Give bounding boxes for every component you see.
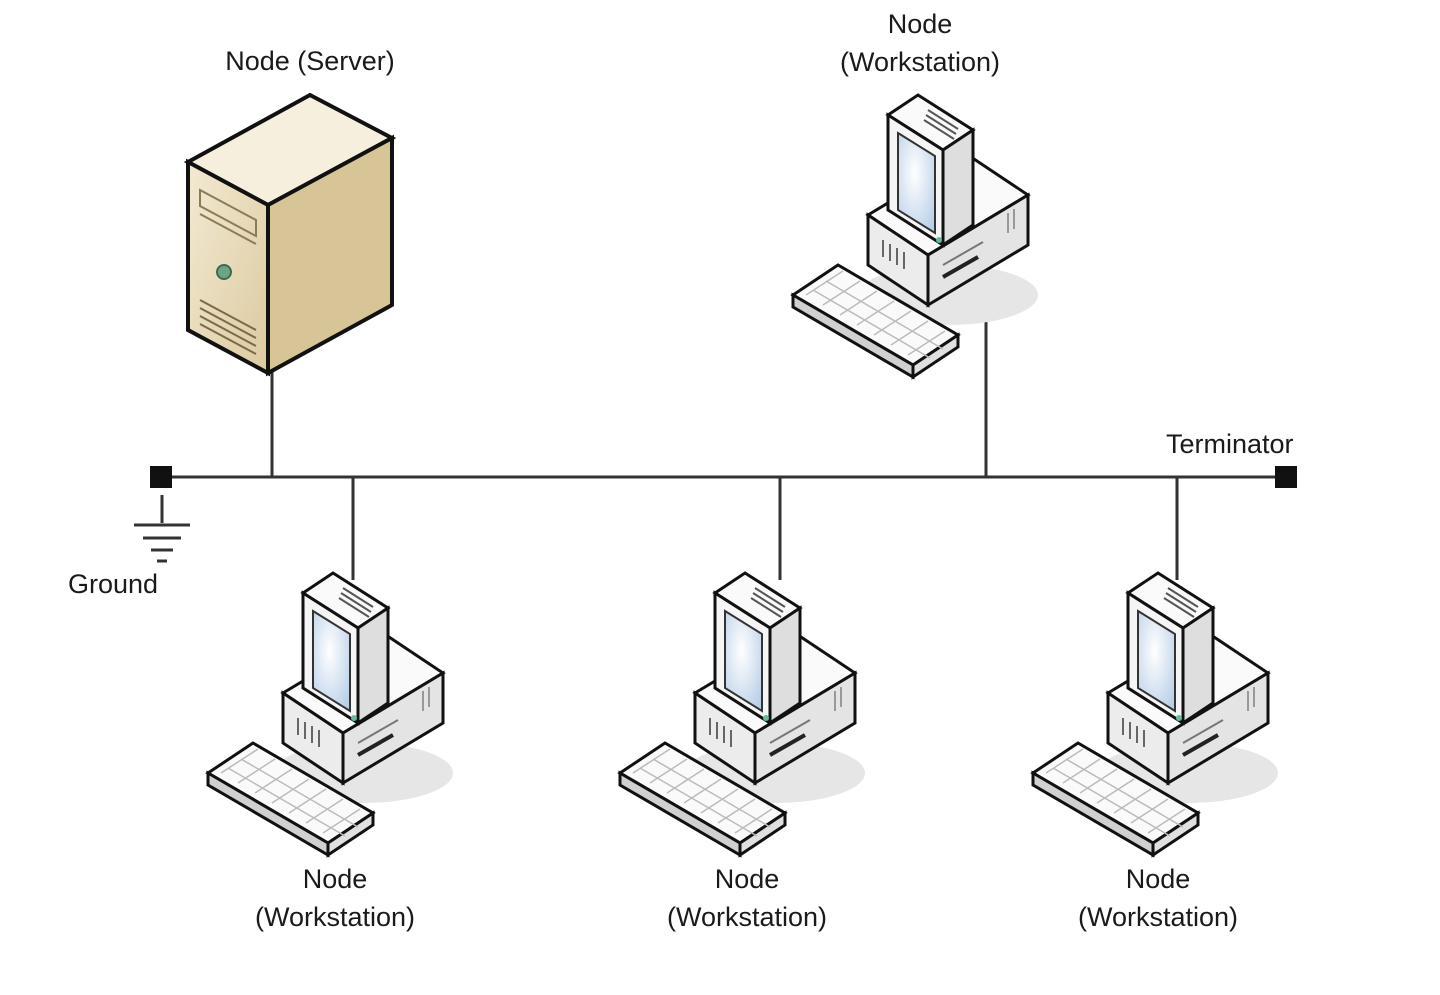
workstation-3-label-line1: Node — [1125, 864, 1191, 894]
workstation-3-label: Node (Workstation) — [1038, 860, 1278, 936]
bus-cable — [134, 315, 1285, 580]
workstation-top-label-line1: Node — [887, 9, 953, 39]
workstation-2-label: Node (Workstation) — [627, 860, 867, 936]
terminator-square-icon — [1275, 466, 1297, 488]
workstation-3-label-line2: (Workstation) — [1077, 902, 1239, 932]
terminator-label: Terminator — [1166, 429, 1294, 459]
workstation-1-label-line2: (Workstation) — [254, 902, 416, 932]
server-tower-icon — [183, 92, 397, 377]
workstation-1-label: Node (Workstation) — [215, 860, 455, 936]
server-node-label: Node (Server) — [190, 42, 430, 80]
workstation-2-label-line1: Node — [714, 864, 780, 894]
desktop-computer-icon — [206, 571, 455, 857]
ground-label: Ground — [68, 569, 159, 599]
workstation-1-label-line1: Node — [302, 864, 368, 894]
desktop-computer-icon — [618, 571, 867, 857]
workstation-2-label-line2: (Workstation) — [666, 902, 828, 932]
desktop-computer-icon — [791, 93, 1040, 379]
desktop-computer-icon — [1031, 571, 1280, 857]
server-node-label-line: Node (Server) — [225, 46, 395, 76]
workstation-top-label: Node (Workstation) — [800, 5, 1040, 81]
workstation-top-label-line2: (Workstation) — [839, 47, 1001, 77]
terminator-square-icon — [150, 466, 172, 488]
